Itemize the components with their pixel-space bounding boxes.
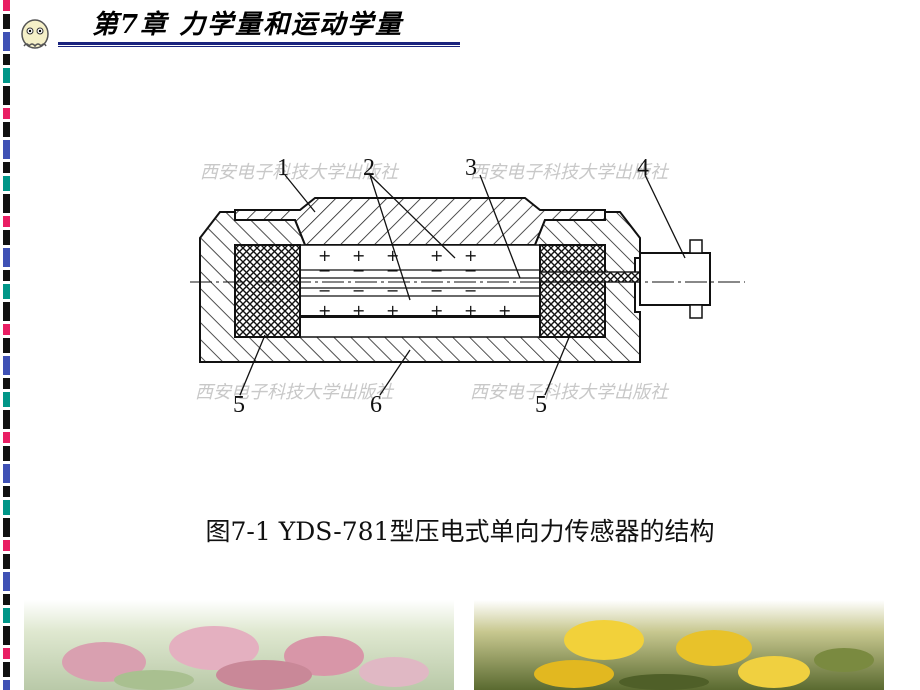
- charge-minus: −: [430, 261, 443, 280]
- charge-minus: −: [464, 261, 477, 280]
- charge-plus: +: [464, 301, 477, 320]
- rose-banner-image: [24, 600, 884, 690]
- charge-plus: +: [386, 246, 399, 265]
- watermark-text: 西安电子科技大学出版社: [470, 382, 670, 403]
- strip-block: [3, 176, 10, 191]
- watermark-text: 西安电子科技大学出版社: [195, 382, 395, 403]
- charge-plus: +: [464, 246, 477, 265]
- callout-label-1: 1: [277, 155, 289, 181]
- watermark-text: 西安电子科技大学出版社: [200, 162, 400, 183]
- strip-block: [3, 554, 10, 569]
- pink-roses: [62, 626, 429, 690]
- strip-block: [3, 14, 10, 29]
- charge-plus: +: [430, 301, 443, 320]
- strip-block: [3, 216, 10, 227]
- charge-minus: −: [352, 281, 365, 300]
- strip-block: [3, 378, 10, 389]
- charge-minus: −: [464, 281, 477, 300]
- strip-block: [3, 594, 10, 605]
- strip-block: [3, 608, 10, 623]
- callout-label-5-left: 5: [233, 392, 245, 418]
- watermark-text: 西安电子科技大学出版社: [470, 162, 670, 183]
- strip-block: [3, 464, 10, 483]
- strip-block: [3, 32, 10, 51]
- strip-block: [3, 284, 10, 299]
- strip-block: [3, 230, 10, 245]
- strip-block: [3, 500, 10, 515]
- left-decorative-strip: [0, 0, 14, 690]
- signal-lead: [539, 271, 641, 283]
- output-connector: [639, 252, 711, 306]
- figure-caption: 图7-1 YDS-781型压电式单向力传感器的结构: [205, 517, 715, 546]
- charge-plus: +: [498, 301, 511, 320]
- yellow-roses: [534, 620, 874, 690]
- callout-label-5-right: 5: [535, 392, 547, 418]
- charge-plus: +: [352, 301, 365, 320]
- strip-block: [3, 302, 10, 321]
- strip-block: [3, 518, 10, 537]
- charge-minus: −: [318, 261, 331, 280]
- charge-minus: −: [352, 261, 365, 280]
- strip-block: [3, 86, 10, 105]
- strip-block: [3, 324, 10, 335]
- insulator-right: [539, 244, 606, 338]
- strip-block: [3, 648, 10, 659]
- sensor-structure-diagram: 西安电子科技大学出版社 西安电子科技大学出版社 西安电子科技大学出版社 西安电子…: [190, 155, 745, 418]
- charge-minus: −: [386, 281, 399, 300]
- strip-block: [3, 626, 10, 645]
- strip-block: [3, 446, 10, 461]
- charge-minus: −: [430, 281, 443, 300]
- strip-block: [3, 432, 10, 443]
- strip-block: [3, 486, 10, 497]
- header-rule: [58, 42, 460, 45]
- strip-block: [3, 194, 10, 213]
- page-title: 第7章 力学量和运动学量: [92, 10, 404, 40]
- callout-label-3: 3: [465, 155, 477, 181]
- strip-block: [3, 572, 10, 591]
- strip-block: [3, 68, 10, 83]
- strip-block: [3, 162, 10, 173]
- charge-minus: −: [318, 281, 331, 300]
- mascot-icon: [21, 19, 49, 49]
- strip-block: [3, 540, 10, 551]
- strip-block: [3, 392, 10, 407]
- insulator-left: [234, 244, 301, 338]
- charge-plus: +: [318, 301, 331, 320]
- charge-plus: +: [318, 246, 331, 265]
- charge-minus: −: [386, 261, 399, 280]
- callout-label-2: 2: [363, 155, 375, 181]
- callout-label-6: 6: [370, 392, 382, 418]
- strip-block: [3, 54, 10, 65]
- strip-block: [3, 338, 10, 353]
- charge-plus: +: [430, 246, 443, 265]
- strip-block: [3, 248, 10, 267]
- strip-block: [3, 662, 10, 677]
- strip-block: [3, 270, 10, 281]
- strip-block: [3, 356, 10, 375]
- header-rule-thin: [58, 46, 460, 47]
- charge-plus: +: [352, 246, 365, 265]
- strip-block: [3, 122, 10, 137]
- strip-block: [3, 108, 10, 119]
- strip-block: [3, 140, 10, 159]
- callout-label-4: 4: [637, 155, 649, 181]
- strip-block: [3, 410, 10, 429]
- charge-plus: +: [386, 301, 399, 320]
- strip-block: [3, 0, 10, 11]
- strip-block: [3, 680, 10, 690]
